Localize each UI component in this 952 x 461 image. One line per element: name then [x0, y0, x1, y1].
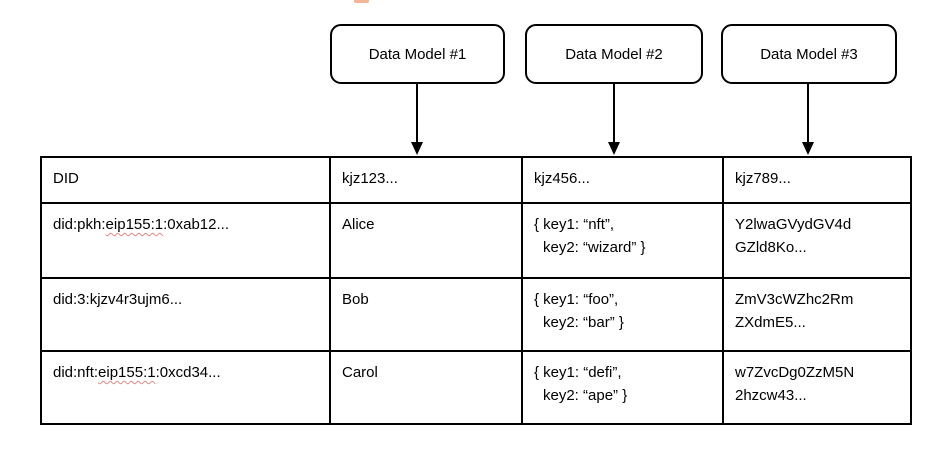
data-model-3-label: Data Model #3: [760, 45, 858, 63]
arrow-head: [608, 142, 620, 155]
arrow-shaft: [613, 84, 615, 142]
arrow-shaft: [807, 84, 809, 142]
arrow-shaft: [416, 84, 418, 142]
arrow-head: [802, 142, 814, 155]
data-model-2-box: Data Model #2: [525, 24, 703, 84]
header-cell-model1: kjz123...: [329, 156, 523, 204]
table-row: did:3:kjzv4r3ujm6... Bob { key1: “foo”, …: [40, 277, 912, 352]
hash-line2: ZXdmE5...: [735, 314, 806, 331]
table-header-row: DID kjz123... kjz456... kjz789...: [40, 156, 912, 204]
arrow-down-icon-1: [411, 84, 423, 155]
did-text: did:nft:: [53, 364, 99, 381]
cell-model2-record: { key1: “nft”, key2: “wizard” }: [521, 202, 724, 279]
did-text-flagged: eip155:1: [98, 364, 156, 381]
cell-name: Bob: [329, 277, 523, 352]
cell-did: did:nft:eip155:1:0xcd34...: [40, 350, 331, 425]
kv-line1: { key1: “defi”,: [534, 364, 622, 381]
arrow-down-icon-3: [802, 84, 814, 155]
cell-model2-record: { key1: “defi”, key2: “ape” }: [521, 350, 724, 425]
header-cell-did: DID: [40, 156, 331, 204]
did-data-table: DID kjz123... kjz456... kjz789... did:pk…: [40, 156, 912, 425]
cell-name: Carol: [329, 350, 523, 425]
hash-line2: 2hzcw43...: [735, 387, 807, 404]
kv-line1: { key1: “foo”,: [534, 291, 619, 308]
kv-line1: { key1: “nft”,: [534, 216, 615, 233]
kv-line2: key2: “bar” }: [543, 314, 624, 331]
cell-model2-record: { key1: “foo”, key2: “bar” }: [521, 277, 724, 352]
top-edge-artifact: [354, 0, 369, 3]
cell-model3-hash: w7ZvcDg0ZzM5N 2hzcw43...: [722, 350, 912, 425]
table-row: did:nft:eip155:1:0xcd34... Carol { key1:…: [40, 350, 912, 425]
hash-line1: Y2lwaGVydGV4d: [735, 216, 852, 233]
cell-model3-hash: Y2lwaGVydGV4d GZld8Ko...: [722, 202, 912, 279]
data-model-1-box: Data Model #1: [330, 24, 505, 84]
kv-line2: key2: “ape” }: [543, 387, 628, 404]
hash-line2: GZld8Ko...: [735, 239, 807, 256]
did-text: did:3:kjzv4r3ujm6...: [53, 291, 183, 308]
hash-line1: ZmV3cWZhc2Rm: [735, 291, 854, 308]
cell-did: did:pkh:eip155:1:0xab12...: [40, 202, 331, 279]
header-cell-model3: kjz789...: [722, 156, 912, 204]
did-text: :0xcd34...: [155, 364, 221, 381]
arrow-down-icon-2: [608, 84, 620, 155]
data-model-2-label: Data Model #2: [565, 45, 663, 63]
cell-did: did:3:kjzv4r3ujm6...: [40, 277, 331, 352]
arrow-head: [411, 142, 423, 155]
table-row: did:pkh:eip155:1:0xab12... Alice { key1:…: [40, 202, 912, 279]
cell-name: Alice: [329, 202, 523, 279]
header-cell-model2: kjz456...: [521, 156, 724, 204]
did-text: :0xab12...: [163, 216, 229, 233]
data-model-3-box: Data Model #3: [721, 24, 897, 84]
cell-model3-hash: ZmV3cWZhc2Rm ZXdmE5...: [722, 277, 912, 352]
hash-line1: w7ZvcDg0ZzM5N: [735, 364, 855, 381]
did-text: did:pkh:: [53, 216, 106, 233]
data-model-1-label: Data Model #1: [368, 45, 467, 63]
kv-line2: key2: “wizard” }: [543, 239, 646, 256]
did-text-flagged: eip155:1: [105, 216, 164, 233]
